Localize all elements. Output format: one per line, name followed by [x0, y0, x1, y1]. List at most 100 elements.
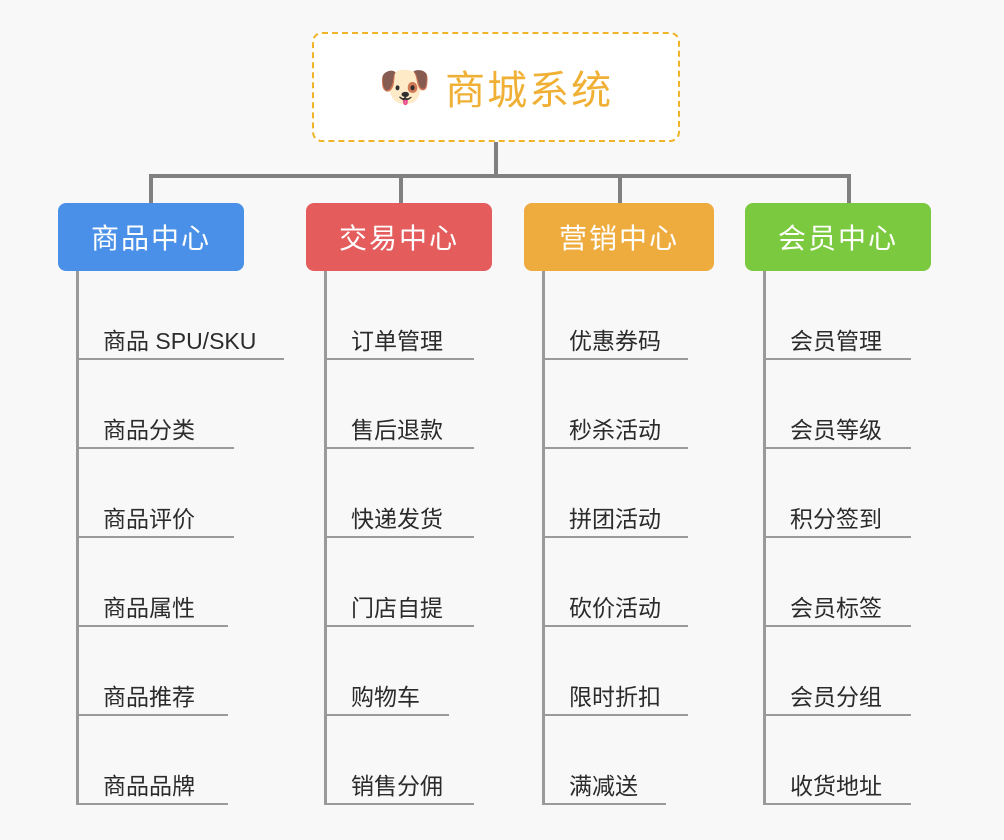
leaf-underline	[542, 714, 688, 716]
leaf-item-full-reduction-gift[interactable]: 满减送	[524, 716, 714, 805]
leaf-underline	[76, 536, 234, 538]
leaf-label: 优惠券码	[569, 328, 661, 354]
leaf-label: 会员分组	[790, 684, 882, 710]
leaf-spine	[76, 271, 79, 805]
leaf-item-points-checkin[interactable]: 积分签到	[745, 449, 931, 538]
leaf-item-member-management[interactable]: 会员管理	[745, 271, 931, 360]
leaf-label: 限时折扣	[569, 684, 661, 710]
leaf-label: 会员管理	[790, 328, 882, 354]
leaf-item-product-review[interactable]: 商品评价	[58, 449, 244, 538]
leaf-underline	[763, 803, 911, 805]
branch-head-label: 营销中心	[558, 223, 679, 254]
leaf-item-member-group[interactable]: 会员分组	[745, 627, 931, 716]
branch-head-label: 商品中心	[90, 223, 211, 254]
leaf-list-product-center: 商品 SPU/SKU 商品分类 商品评价 商品属性 商品推荐 商品品牌	[58, 271, 284, 805]
leaf-label: 快递发货	[351, 506, 443, 532]
leaf-label: 商品 SPU/SKU	[103, 328, 257, 354]
leaf-label: 购物车	[351, 684, 420, 710]
leaf-item-express-shipping[interactable]: 快递发货	[306, 449, 492, 538]
connector-drop-branch-1	[149, 174, 153, 205]
connector-trunk-vertical	[494, 142, 498, 176]
leaf-underline	[763, 714, 911, 716]
connector-horizontal-bus	[149, 174, 851, 178]
leaf-underline	[324, 714, 449, 716]
leaf-item-order-management[interactable]: 订单管理	[306, 271, 492, 360]
branch-head-label: 会员中心	[777, 223, 898, 254]
leaf-item-flash-sale[interactable]: 秒杀活动	[524, 360, 714, 449]
leaf-underline	[542, 536, 688, 538]
leaf-underline	[76, 625, 228, 627]
leaf-item-product-spu-sku[interactable]: 商品 SPU/SKU	[58, 271, 284, 360]
leaf-item-member-tag[interactable]: 会员标签	[745, 538, 931, 627]
leaf-underline	[76, 358, 284, 360]
leaf-underline	[324, 447, 474, 449]
leaf-spine	[324, 271, 327, 805]
branch-column-trade-center: 交易中心 订单管理 售后退款 快递发货 门店自提 购物车	[306, 203, 492, 805]
leaf-underline	[324, 358, 474, 360]
leaf-underline	[542, 625, 688, 627]
leaf-underline	[542, 447, 688, 449]
leaf-label: 秒杀活动	[569, 417, 661, 443]
leaf-item-shopping-cart[interactable]: 购物车	[306, 627, 492, 716]
leaf-label: 会员等级	[790, 417, 882, 443]
leaf-item-after-sales-refund[interactable]: 售后退款	[306, 360, 492, 449]
branch-head-marketing-center[interactable]: 营销中心	[524, 203, 714, 271]
leaf-underline	[763, 447, 911, 449]
leaf-item-member-level[interactable]: 会员等级	[745, 360, 931, 449]
leaf-underline	[542, 358, 688, 360]
branch-head-label: 交易中心	[338, 223, 459, 254]
leaf-label: 满减送	[569, 773, 638, 799]
leaf-underline	[76, 803, 228, 805]
leaf-label: 商品属性	[103, 595, 195, 621]
branch-column-member-center: 会员中心 会员管理 会员等级 积分签到 会员标签 会员分组	[745, 203, 931, 805]
leaf-item-sales-commission[interactable]: 销售分佣	[306, 716, 492, 805]
leaf-spine	[763, 271, 766, 805]
leaf-label: 售后退款	[351, 417, 443, 443]
leaf-label: 商品分类	[103, 417, 195, 443]
leaf-label: 商品品牌	[103, 773, 195, 799]
branch-column-product-center: 商品中心 商品 SPU/SKU 商品分类 商品评价 商品属性 商品推荐	[58, 203, 284, 805]
leaf-label: 门店自提	[351, 595, 443, 621]
leaf-list-marketing-center: 优惠券码 秒杀活动 拼团活动 砍价活动 限时折扣 满减送	[524, 271, 714, 805]
leaf-item-product-brand[interactable]: 商品品牌	[58, 716, 244, 805]
leaf-underline	[76, 714, 228, 716]
leaf-label: 砍价活动	[569, 595, 661, 621]
leaf-label: 商品推荐	[103, 684, 195, 710]
leaf-underline	[763, 625, 911, 627]
leaf-item-product-category[interactable]: 商品分类	[58, 360, 244, 449]
root-title: 商城系统	[445, 69, 614, 113]
leaf-underline	[763, 536, 911, 538]
leaf-underline	[324, 625, 474, 627]
branch-head-product-center[interactable]: 商品中心	[58, 203, 244, 271]
leaf-label: 订单管理	[351, 328, 443, 354]
branch-head-trade-center[interactable]: 交易中心	[306, 203, 492, 271]
leaf-item-product-recommend[interactable]: 商品推荐	[58, 627, 244, 716]
leaf-item-bargain[interactable]: 砍价活动	[524, 538, 714, 627]
connector-drop-branch-3	[618, 174, 622, 205]
leaf-item-group-buy[interactable]: 拼团活动	[524, 449, 714, 538]
leaf-list-trade-center: 订单管理 售后退款 快递发货 门店自提 购物车 销售分佣	[306, 271, 492, 805]
leaf-item-coupon-code[interactable]: 优惠券码	[524, 271, 714, 360]
branch-head-member-center[interactable]: 会员中心	[745, 203, 931, 271]
leaf-label: 销售分佣	[351, 773, 443, 799]
leaf-label: 拼团活动	[569, 506, 661, 532]
leaf-item-shipping-address[interactable]: 收货地址	[745, 716, 931, 805]
root-node[interactable]: 🐶 商城系统	[312, 32, 680, 142]
leaf-underline	[324, 536, 474, 538]
leaf-label: 会员标签	[790, 595, 882, 621]
leaf-label: 积分签到	[790, 506, 882, 532]
leaf-list-member-center: 会员管理 会员等级 积分签到 会员标签 会员分组 收货地址	[745, 271, 931, 805]
connector-drop-branch-4	[847, 174, 851, 205]
leaf-item-limited-time-discount[interactable]: 限时折扣	[524, 627, 714, 716]
leaf-underline	[324, 803, 474, 805]
shiba-dog-emoji-icon: 🐶	[378, 63, 432, 110]
leaf-underline	[763, 358, 911, 360]
connector-drop-branch-2	[399, 174, 403, 205]
leaf-spine	[542, 271, 545, 805]
leaf-label: 收货地址	[790, 773, 882, 799]
leaf-underline	[76, 447, 234, 449]
leaf-underline	[542, 803, 666, 805]
leaf-item-store-pickup[interactable]: 门店自提	[306, 538, 492, 627]
leaf-item-product-attribute[interactable]: 商品属性	[58, 538, 244, 627]
